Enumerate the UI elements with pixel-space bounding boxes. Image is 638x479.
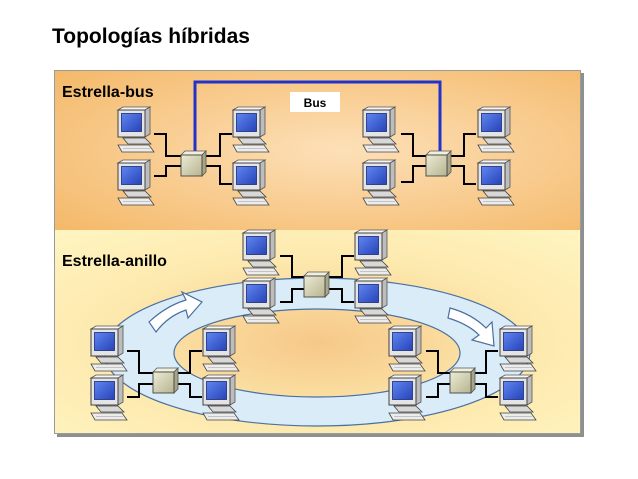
star-bus-label: Estrella-bus [62,84,154,101]
computer-icon [388,374,426,421]
computer-icon [202,325,240,372]
computer-icon [354,229,392,276]
star-bus-topology: Bus [117,80,515,206]
page-title: Topologías híbridas [52,25,250,48]
diagram-border [54,70,581,434]
computer-icon [242,229,280,276]
star-ring-label: Estrella-anillo [62,253,167,270]
computer-icon [242,277,280,324]
computer-icon [117,159,155,206]
star-bus-right-cables [401,133,476,185]
computer-icon [388,325,426,372]
star-ring-top-cables [280,255,354,303]
star-bus-left-cables [154,133,232,185]
computer-icon [90,325,128,372]
diagram-canvas: Estrella-bus Estrella-anillo Bus [54,70,581,434]
arrow-icon [148,290,203,334]
computer-icon [477,159,515,206]
computer-icon [232,159,270,206]
star-ring-topology [90,229,537,427]
computer-icon [477,106,515,153]
computer-icon [362,106,400,153]
computer-icon [232,106,270,153]
computer-icon [90,374,128,421]
computer-icon [499,374,537,421]
star-ring-right-cables [426,350,498,398]
hub-icon [449,367,476,394]
bus-label: Bus [304,96,327,110]
computer-icon [117,106,155,153]
hub-icon [425,150,452,177]
computer-icon [362,159,400,206]
bus-line [193,80,442,166]
bus-label-box [290,92,340,112]
hub-icon [152,367,179,394]
arrow-icon [447,307,495,347]
computer-icon [354,277,392,324]
hub-icon [180,150,207,177]
computer-icon [499,325,537,372]
hybrid-topology-diagram: Estrella-bus Estrella-anillo Bus [54,70,581,434]
hub-icon [303,271,330,298]
star-ring-left-cables [127,350,202,398]
computer-icon [202,374,240,421]
